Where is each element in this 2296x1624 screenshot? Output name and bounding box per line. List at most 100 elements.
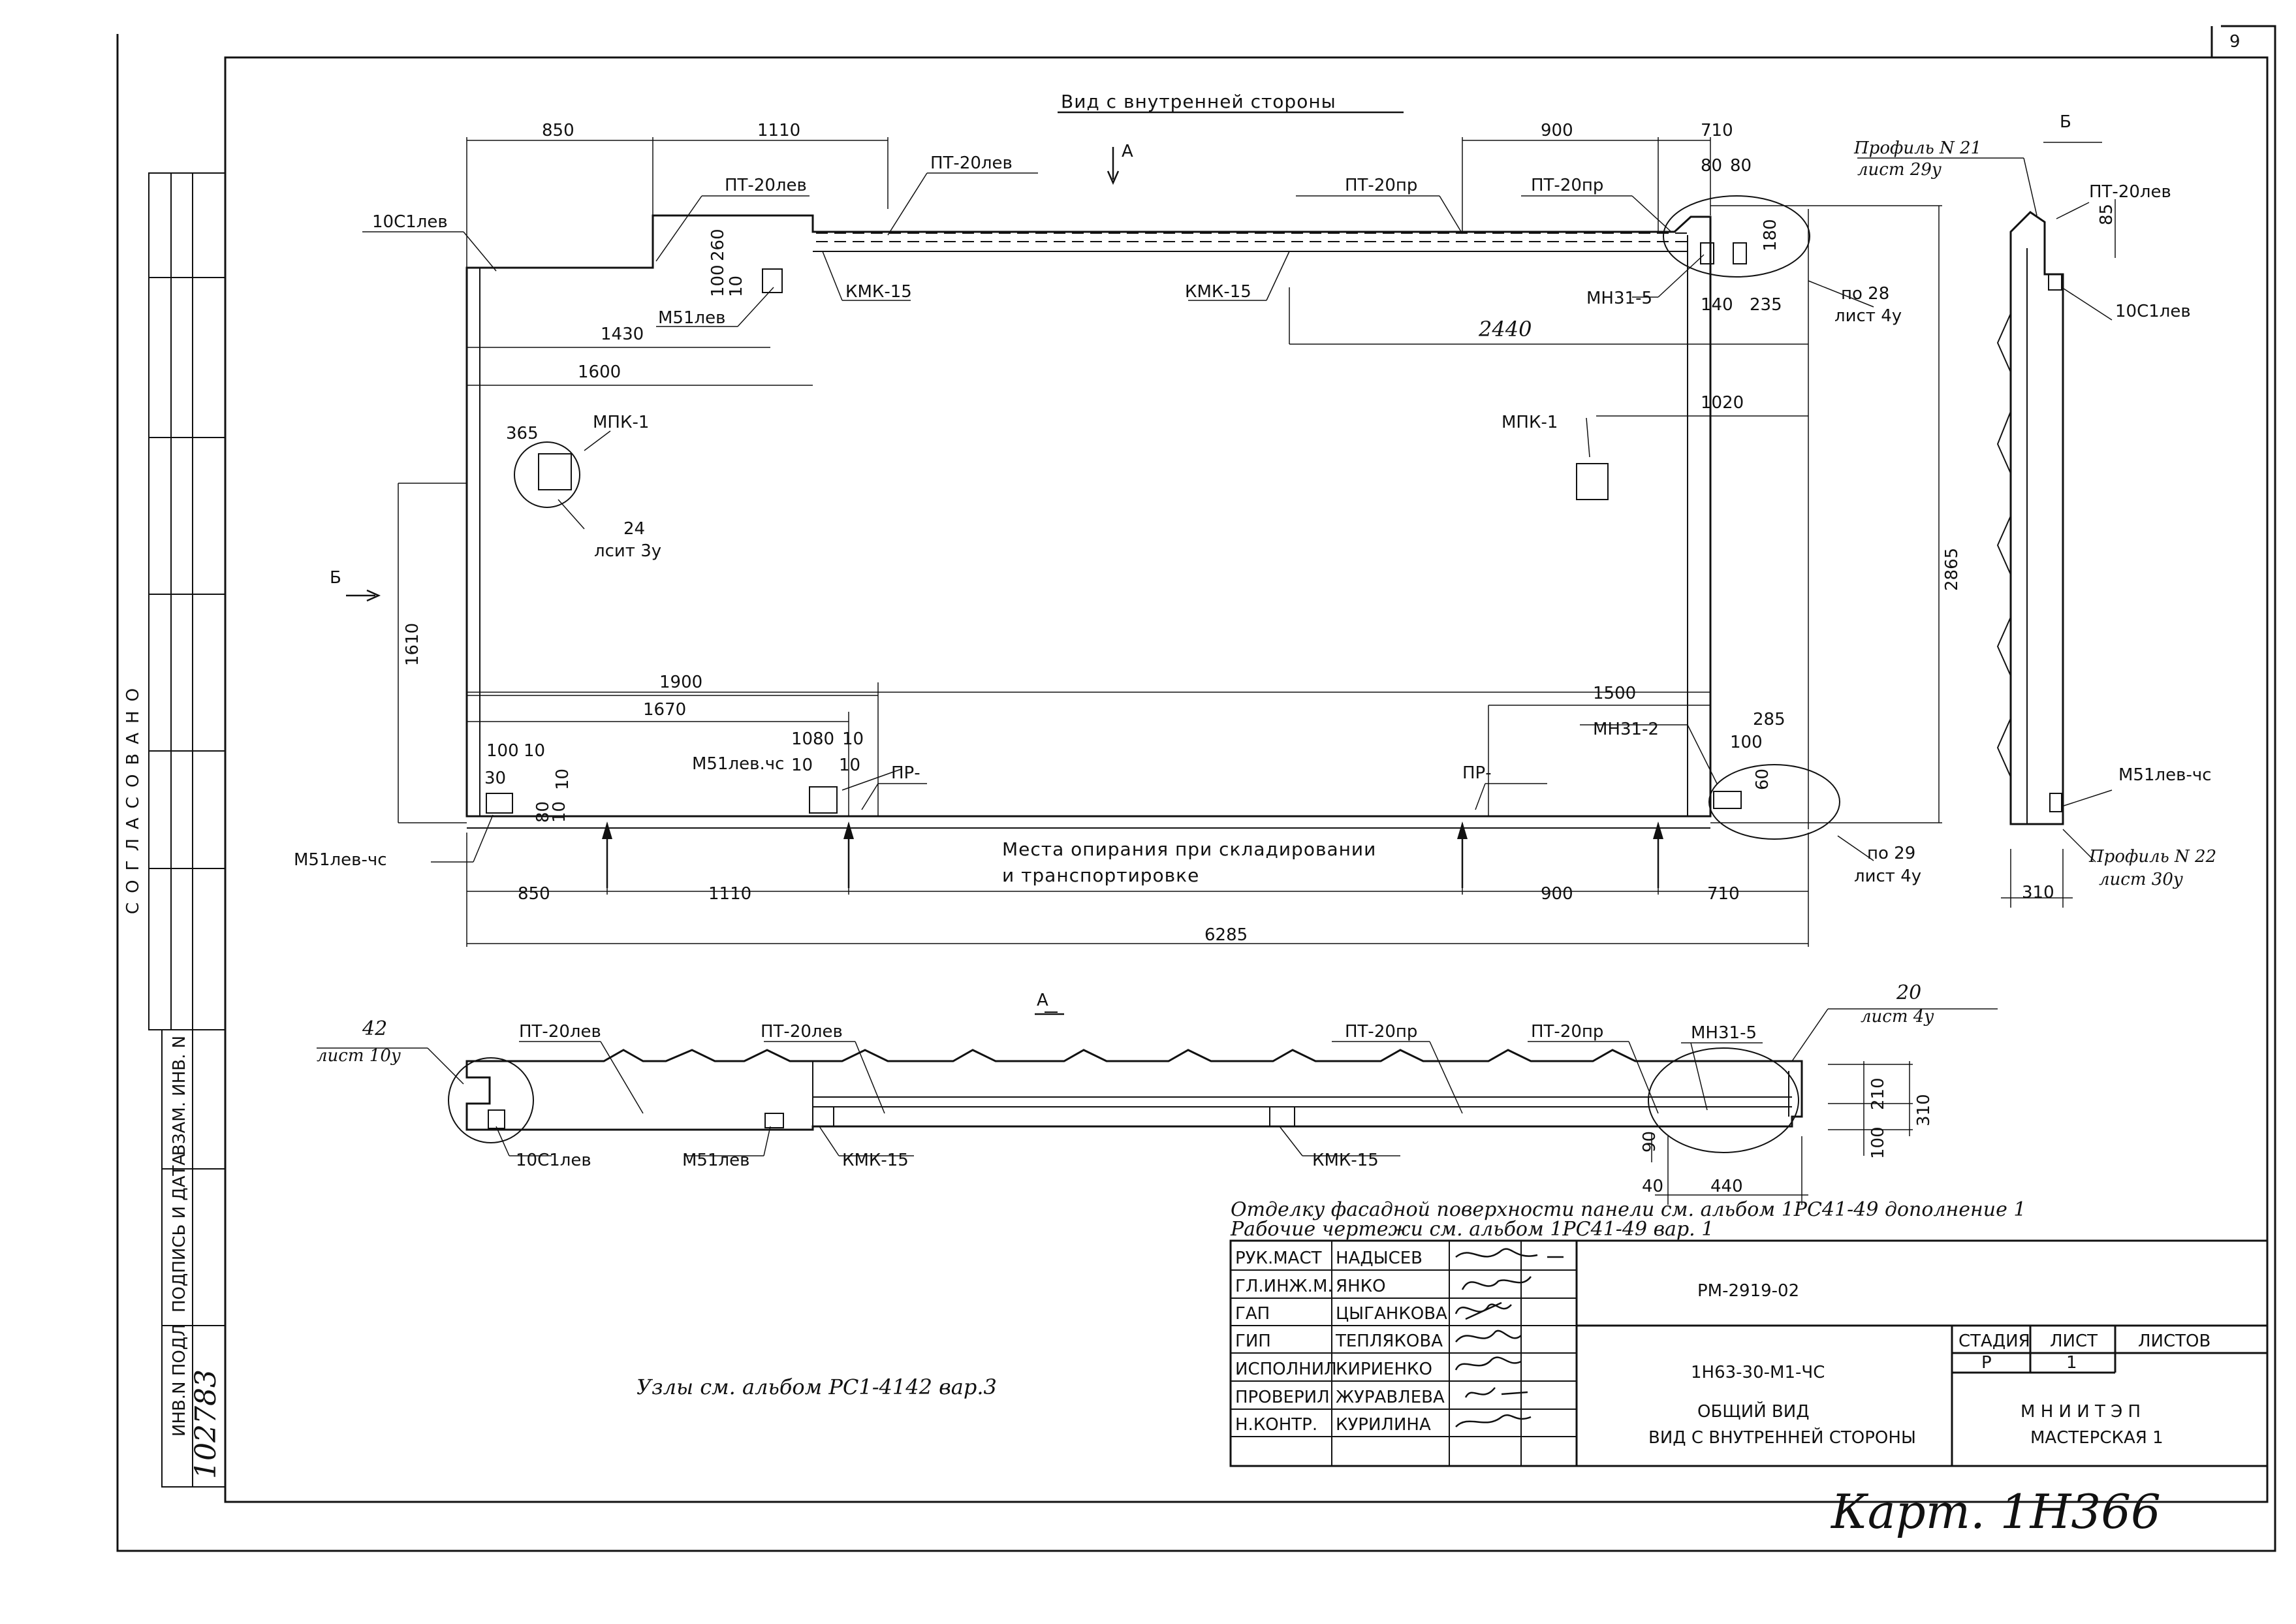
tb-stage-value: Р bbox=[1981, 1353, 1992, 1373]
outer-border bbox=[116, 25, 2276, 1552]
tb-title-1: ОБЩИЙ ВИД bbox=[1697, 1401, 1810, 1422]
dim-a-210: 210 bbox=[1868, 1077, 1888, 1110]
note-kart: Карт. 1Н366 bbox=[1830, 1484, 2161, 1539]
dim-a-440: 440 bbox=[1710, 1177, 1743, 1196]
tb-sheet-value: 1 bbox=[2066, 1353, 2077, 1373]
label-a-mn31-5: МН31-5 bbox=[1691, 1023, 1757, 1043]
label-list4u-2: лист 4у bbox=[1854, 867, 1921, 886]
label-b-pt20lev: ПТ-20лев bbox=[2089, 182, 2171, 202]
tb-role-3: ГИП bbox=[1235, 1331, 1271, 1351]
dim-30: 30 bbox=[484, 769, 506, 788]
label-profile-21: Профиль N 21 bbox=[1853, 138, 1981, 158]
dim-180: 180 bbox=[1761, 219, 1780, 251]
dim-1430: 1430 bbox=[601, 325, 644, 344]
label-a-pt20pr-1: ПТ-20пр bbox=[1345, 1022, 1417, 1042]
label-a-list4u: лист 4у bbox=[1861, 1007, 1934, 1027]
label-po29: по 29 bbox=[1867, 844, 1915, 863]
label-kmk15-2: КМК-15 bbox=[1185, 282, 1251, 302]
dim-10b: 10 bbox=[524, 741, 545, 761]
label-a-20: 20 bbox=[1896, 981, 1921, 1004]
side-label-signature: ПОДПИСЬ И ДАТА bbox=[170, 1154, 189, 1313]
label-a-list10u: лист 10у bbox=[317, 1046, 401, 1066]
dim-10d: 10 bbox=[550, 801, 569, 823]
approval-stamp: СОГЛАСОВАНО bbox=[123, 679, 143, 914]
dim-bot-1110: 1110 bbox=[708, 884, 751, 904]
tb-role-5: ПРОВЕРИЛ bbox=[1235, 1388, 1330, 1407]
dim-2440: 2440 bbox=[1478, 317, 1532, 342]
dim-2865: 2865 bbox=[1942, 548, 1962, 591]
section-b-view bbox=[1857, 142, 2116, 908]
tb-name-6: КУРИЛИНА bbox=[1336, 1415, 1431, 1435]
label-b-85: 85 bbox=[2097, 204, 2116, 225]
label-b-m51levchs: М51лев-чс bbox=[2118, 765, 2212, 785]
page-number: 9 bbox=[2229, 32, 2241, 52]
section-b-title: Б bbox=[2060, 112, 2071, 132]
inv-number: 102783 bbox=[189, 1369, 223, 1479]
dim-a-90: 90 bbox=[1640, 1131, 1659, 1153]
label-supports-1: Места опирания при складировании bbox=[1002, 838, 1376, 860]
dim-bot-710: 710 bbox=[1707, 884, 1740, 904]
dim-80d: 80 bbox=[813, 729, 834, 749]
dim-80a: 80 bbox=[1701, 156, 1722, 176]
tb-product-code: 1Н63-30-М1-ЧС bbox=[1691, 1363, 1825, 1382]
view-arrow-b: Б bbox=[330, 568, 341, 588]
side-label-replacement: ВЗАМ. ИНВ. N bbox=[170, 1036, 189, 1156]
label-list29u: лист 29у bbox=[1857, 160, 1942, 180]
label-m51lev: М51лев bbox=[658, 308, 725, 328]
dim-1610: 1610 bbox=[403, 623, 422, 666]
view-arrow-a: А bbox=[1122, 142, 1133, 161]
note-nodes: Узлы см. альбом РС1-4142 вар.3 bbox=[637, 1375, 997, 1399]
label-profile-22: Профиль N 22 bbox=[2088, 847, 2216, 867]
main-view-title: Вид с внутренней стороны bbox=[1061, 91, 1336, 112]
tb-role-0: РУК.МАСТ bbox=[1235, 1249, 1322, 1268]
label-mpk1-right: МПК-1 bbox=[1502, 413, 1558, 432]
label-m51levchs-2: М51лев-чс bbox=[294, 850, 387, 870]
tb-role-1: ГЛ.ИНЖ.М. bbox=[1235, 1277, 1333, 1296]
section-a-view bbox=[317, 1008, 1998, 1205]
tb-name-4: КИРИЕНКО bbox=[1336, 1360, 1432, 1379]
dim-285: 285 bbox=[1753, 710, 1785, 729]
label-pr-2: ПР- bbox=[1462, 763, 1492, 783]
tb-title-2: ВИД С ВНУТРЕННЕЙ СТОРОНЫ bbox=[1648, 1427, 1916, 1448]
label-b-10c1lev: 10С1лев bbox=[2115, 302, 2191, 321]
label-pt20pr-2: ПТ-20пр bbox=[1531, 176, 1603, 195]
main-panel-view bbox=[346, 111, 1942, 947]
label-mn31-5: МН31-5 bbox=[1586, 289, 1652, 308]
label-a-pt20pr-2: ПТ-20пр bbox=[1531, 1022, 1603, 1042]
tb-organization: М Н И И Т Э П bbox=[2021, 1402, 2141, 1422]
dim-side-310: 310 bbox=[2022, 883, 2054, 902]
dim-1020: 1020 bbox=[1701, 393, 1744, 413]
label-a-m51lev: М51лев bbox=[682, 1151, 749, 1170]
tb-workshop: МАСТЕРСКАЯ 1 bbox=[2030, 1428, 2163, 1448]
label-a-10c1lev: 10С1лев bbox=[516, 1151, 591, 1170]
dim-1600: 1600 bbox=[578, 362, 621, 382]
tb-sheets-header: ЛИСТОВ bbox=[2138, 1331, 2210, 1351]
tb-name-3: ТЕПЛЯКОВА bbox=[1335, 1331, 1443, 1351]
dim-235: 235 bbox=[1750, 295, 1782, 315]
dim-10h: 10 bbox=[839, 756, 860, 775]
dim-bot-850: 850 bbox=[518, 884, 550, 904]
dim-bot-6285: 6285 bbox=[1204, 925, 1248, 945]
label-a-kmk15-1: КМК-15 bbox=[842, 1151, 909, 1170]
dim-top-850: 850 bbox=[542, 121, 574, 140]
tb-role-4: ИСПОЛНИЛ bbox=[1235, 1360, 1337, 1379]
label-supports-2: и транспортировке bbox=[1002, 865, 1199, 886]
dim-80b: 80 bbox=[1730, 156, 1752, 176]
section-a-title: А bbox=[1037, 991, 1048, 1010]
dim-a-40: 40 bbox=[1642, 1177, 1663, 1196]
label-mpk1-left: МПК-1 bbox=[593, 413, 649, 432]
text-layer: 9 СОГЛАСОВАНО ВЗАМ. ИНВ. N ПОДПИСЬ И ДАТ… bbox=[123, 32, 2241, 1539]
label-list30u: лист 30у bbox=[2099, 870, 2183, 889]
label-10c1lev: 10С1лев bbox=[372, 212, 448, 232]
tb-stage-header: СТАДИЯ bbox=[1958, 1331, 2030, 1351]
dim-100b: 100 bbox=[486, 741, 519, 761]
label-a-42: 42 bbox=[362, 1017, 387, 1040]
label-lsit3u: лсит 3у bbox=[594, 541, 661, 561]
dim-10f: 10 bbox=[842, 729, 864, 749]
dim-bot-900: 900 bbox=[1541, 884, 1573, 904]
dim-1900: 1900 bbox=[659, 673, 702, 692]
label-po28: по 28 bbox=[1841, 284, 1889, 304]
dim-60: 60 bbox=[1753, 769, 1772, 790]
label-list4u-1: лист 4у bbox=[1834, 306, 1902, 326]
